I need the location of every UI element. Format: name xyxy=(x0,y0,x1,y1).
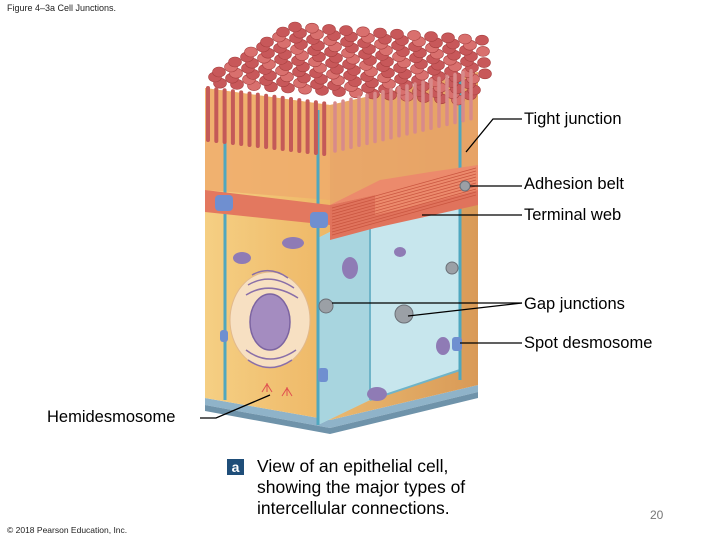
microvillus-tip xyxy=(276,26,290,38)
microvillus-tip xyxy=(441,32,455,44)
label-adhesion-belt: Adhesion belt xyxy=(524,175,624,193)
microvillus-tip xyxy=(288,21,302,33)
cutaway-cell xyxy=(318,196,461,425)
copyright-notice: © 2018 Pearson Education, Inc. xyxy=(7,525,128,535)
label-gap-junctions: Gap junctions xyxy=(524,295,625,313)
caption-line-2: showing the major types of xyxy=(257,477,466,497)
microvillus-tip xyxy=(477,57,491,68)
microvillus-tip xyxy=(356,26,370,38)
leader-lines xyxy=(200,118,523,419)
microvillus-tip xyxy=(476,46,490,57)
terminal-web-stripe xyxy=(331,182,477,224)
label-hemidesmosome: Hemidesmosome xyxy=(47,408,176,426)
microvillus-tip xyxy=(212,66,226,78)
tight-junction-leader xyxy=(465,118,522,153)
spot-desmosome-marks xyxy=(215,195,462,382)
figure-title: Figure 4–3a Cell Junctions. xyxy=(7,3,117,13)
microvillus-tip xyxy=(339,25,353,36)
terminal-web-stripe xyxy=(331,194,477,236)
microvillus-tip xyxy=(244,46,258,58)
terminal-web-stripe xyxy=(331,188,477,230)
basement-membrane xyxy=(205,385,478,434)
microvillus-tip xyxy=(458,33,472,45)
terminal-web-stripe xyxy=(331,170,477,212)
hemidesmosome-leader xyxy=(200,394,271,419)
gap-junctions-leader-2 xyxy=(407,302,523,317)
figure-caption: View of an epithelial cell, showing the … xyxy=(257,456,537,519)
label-terminal-web: Terminal web xyxy=(524,206,622,224)
cutaway-organelles xyxy=(342,247,450,401)
gap-junction-spots xyxy=(318,180,471,324)
microvillus-tip xyxy=(228,56,242,68)
label-tight-junction: Tight junction xyxy=(524,110,622,128)
terminal-web-stripe xyxy=(331,167,477,209)
label-spot-desmosome: Spot desmosome xyxy=(524,334,653,352)
microvillus-tip xyxy=(424,31,438,42)
microvillus-tip xyxy=(390,28,404,40)
hemidesmosome-marks xyxy=(261,383,293,397)
microvillus-tip xyxy=(305,22,319,34)
terminal-web-stripe xyxy=(331,173,477,215)
terminal-web-stripe xyxy=(331,176,477,218)
caption-line-1: View of an epithelial cell, xyxy=(257,456,449,476)
microvillus-tip xyxy=(260,36,274,48)
microvillus-tip xyxy=(478,68,492,80)
terminal-web-stripe xyxy=(331,185,477,227)
microvillus-tip xyxy=(373,27,387,39)
terminal-web-slab xyxy=(330,165,478,240)
microvillus-tip xyxy=(475,34,489,46)
microvillus-tip xyxy=(407,30,421,41)
microvilli xyxy=(206,21,492,156)
nucleus-group xyxy=(229,237,311,369)
caption-line-3: intercellular connections. xyxy=(257,498,450,518)
page-number: 20 xyxy=(650,508,664,522)
figure-part-badge: a xyxy=(227,459,244,475)
microvillus-tip xyxy=(322,24,336,35)
terminal-web-stripe xyxy=(331,179,477,221)
terminal-web-stripe xyxy=(331,191,477,233)
